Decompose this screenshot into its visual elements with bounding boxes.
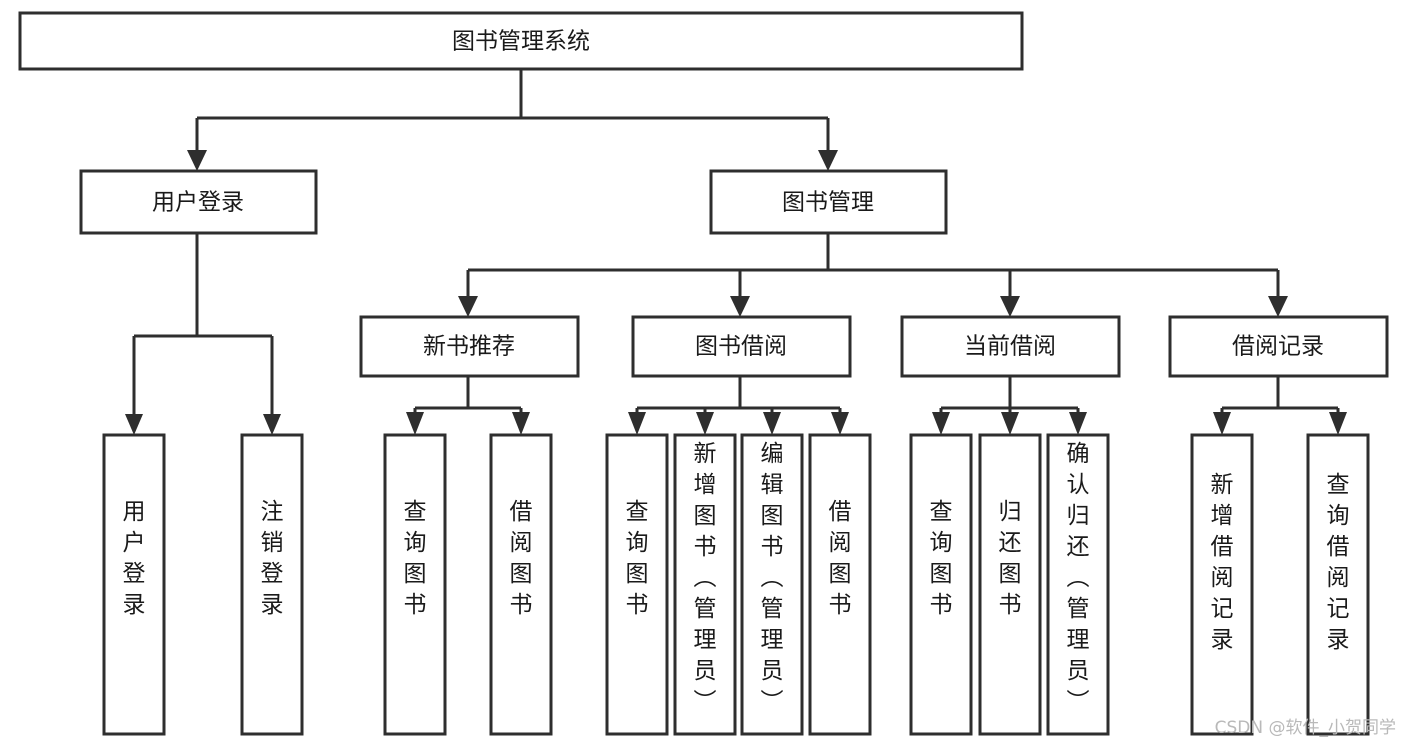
node-book-manage-box[interactable] [709,169,948,235]
node-book-borrow[interactable]: 图书借阅 [631,315,852,378]
leaf-add-record-label: 新增借阅记录 [1211,472,1234,653]
leaf-add-book[interactable]: 新增图书︵管理员︶ [673,433,737,736]
arrow-head-leaf-return-book [1001,412,1019,435]
arrow-head-new-book-recommend [458,296,478,317]
leaf-edit-book-box[interactable] [740,433,804,736]
leaf-add-book-box[interactable] [673,433,737,736]
leaf-query-book-2[interactable]: 查询图书 [605,433,669,736]
arrow-head-leaf-query-book-1 [406,412,424,435]
node-new-book-recommend-label: 新书推荐 [423,334,515,360]
leaf-user-logout-box[interactable] [240,433,304,736]
leaf-add-book-label: 新增图书︵管理员︶ [694,441,717,715]
node-current-borrow-label: 当前借阅 [964,334,1056,360]
arrow-head-leaf-edit-book [763,412,781,435]
arrow-head-leaf-add-record [1213,412,1231,435]
node-root-box[interactable] [18,11,1024,71]
leaf-return-book[interactable]: 归还图书 [978,433,1042,736]
leaf-query-book-1[interactable]: 查询图书 [383,433,447,736]
arrow-head-leaf-borrow-book-1 [512,412,530,435]
arrow-head-user-login [187,150,207,171]
leaf-user-logout[interactable]: 注销登录 [240,433,304,736]
leaf-borrow-book-1-label: 借阅图书 [510,499,533,618]
leaf-query-book-2-box[interactable] [605,433,669,736]
leaf-query-book-1-box[interactable] [383,433,447,736]
node-user-login[interactable]: 用户登录 [79,169,318,235]
node-user-login-label: 用户登录 [152,190,244,216]
node-book-manage[interactable]: 图书管理 [709,169,948,235]
leaf-confirm-return-box[interactable] [1046,433,1110,736]
arrow-head-leaf-user-logout [263,414,281,435]
node-new-book-recommend[interactable]: 新书推荐 [359,315,580,378]
leaf-edit-book[interactable]: 编辑图书︵管理员︶ [740,433,804,736]
leaf-query-book-3-box[interactable] [909,433,973,736]
arrow-head-book-borrow [730,296,750,317]
arrow-head-borrow-record [1268,296,1288,317]
leaf-user-logout-label: 注销登录 [261,499,284,618]
leaf-query-record[interactable]: 查询借阅记录 [1306,433,1370,736]
leaf-query-book-3-label: 查询图书 [930,499,953,618]
node-book-borrow-box[interactable] [631,315,852,378]
leaf-return-book-box[interactable] [978,433,1042,736]
arrow-head-leaf-add-book [696,412,714,435]
leaf-borrow-book-2-label: 借阅图书 [829,499,852,618]
leaf-query-record-box[interactable] [1306,433,1370,736]
arrow-head-leaf-query-record [1329,412,1347,435]
arrow-head-leaf-confirm-return [1069,412,1087,435]
leaf-user-login-label: 用户登录 [123,499,146,618]
leaf-user-login[interactable]: 用户登录 [102,433,166,736]
leaf-borrow-book-1-box[interactable] [489,433,553,736]
leaf-confirm-return-label: 确认归还︵管理员︶ [1067,441,1090,715]
leaf-borrow-book-2-box[interactable] [808,433,872,736]
leaf-user-login-box[interactable] [102,433,166,736]
node-current-borrow-box[interactable] [900,315,1121,378]
node-current-borrow[interactable]: 当前借阅 [900,315,1121,378]
leaf-query-book-3[interactable]: 查询图书 [909,433,973,736]
leaf-edit-book-label: 编辑图书︵管理员︶ [761,441,784,715]
node-root-label: 图书管理系统 [452,29,590,55]
leaf-return-book-label: 归还图书 [999,499,1022,618]
node-book-manage-label: 图书管理 [782,190,874,216]
node-root[interactable]: 图书管理系统 [18,11,1024,71]
leaf-query-book-2-label: 查询图书 [626,499,649,618]
connector-layer [125,69,1347,435]
node-borrow-record-box[interactable] [1168,315,1389,378]
arrow-head-leaf-query-book-2 [628,412,646,435]
leaf-query-book-1-label: 查询图书 [404,499,427,618]
node-book-borrow-label: 图书借阅 [695,334,787,360]
leaf-borrow-book-2[interactable]: 借阅图书 [808,433,872,736]
leaf-confirm-return[interactable]: 确认归还︵管理员︶ [1046,433,1110,736]
node-borrow-record-label: 借阅记录 [1232,334,1324,360]
node-new-book-recommend-box[interactable] [359,315,580,378]
csdn-watermark: CSDN @软件_小贺同学 [1215,718,1396,738]
arrow-head-leaf-query-book-3 [932,412,950,435]
leaf-borrow-book-1[interactable]: 借阅图书 [489,433,553,736]
node-borrow-record[interactable]: 借阅记录 [1168,315,1389,378]
leaf-add-record[interactable]: 新增借阅记录 [1190,433,1254,736]
leaf-query-record-label: 查询借阅记录 [1327,472,1350,653]
arrow-head-book-manage [818,150,838,171]
leaf-add-record-box[interactable] [1190,433,1254,736]
arrow-head-leaf-borrow-book-2 [831,412,849,435]
node-user-login-box[interactable] [79,169,318,235]
arrow-head-current-borrow [1000,296,1020,317]
arrow-head-leaf-user-login [125,414,143,435]
